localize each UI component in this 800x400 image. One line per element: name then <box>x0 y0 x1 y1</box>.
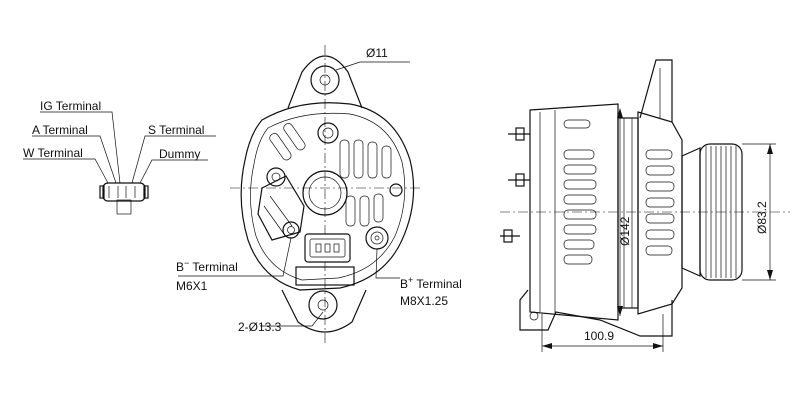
side-view-dimensions <box>541 108 776 352</box>
pulley-grooves <box>705 146 737 278</box>
top-hole-dimension: Ø11 <box>366 46 388 60</box>
rear-cooling-slots <box>269 123 392 227</box>
connector-leaders <box>23 111 216 184</box>
pulley-diameter-dimension: Ø83.2 <box>755 201 769 234</box>
side-cooling-slots-front <box>645 149 675 256</box>
side-cooling-slots-rear <box>563 119 597 265</box>
dummy-label: Dummy <box>159 147 200 161</box>
ig-terminal-label: IG Terminal <box>40 99 101 113</box>
length-dimension: 100.9 <box>584 329 614 343</box>
w-terminal-label: W Terminal <box>23 146 83 160</box>
b-plus-label: B+ Terminal <box>400 275 462 291</box>
bottom-holes-dimension: 2-Ø13.3 <box>238 320 282 334</box>
connector-plug <box>99 182 149 215</box>
b-minus-thread: M6X1 <box>176 279 208 293</box>
a-terminal-label: A Terminal <box>32 123 88 137</box>
body-diameter-dimension: Ø142 <box>618 216 632 246</box>
s-terminal-label: S Terminal <box>148 123 204 137</box>
b-plus-thread: M8X1.25 <box>400 294 448 308</box>
b-minus-label: B− Terminal <box>176 258 238 274</box>
rear-view <box>230 45 420 345</box>
side-view <box>500 59 790 337</box>
rear-view-leaders <box>178 61 410 327</box>
